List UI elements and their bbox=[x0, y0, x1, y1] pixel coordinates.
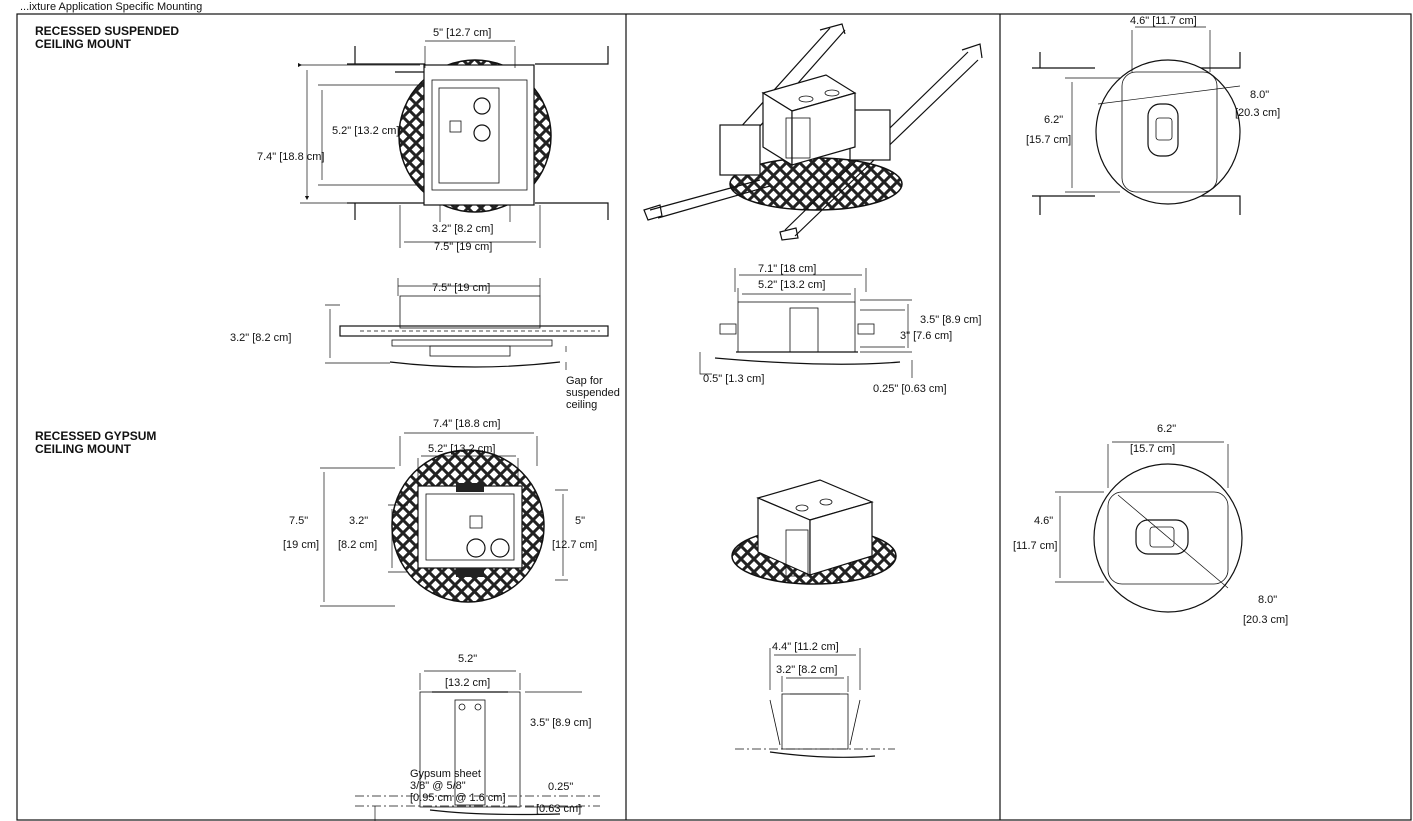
dim-g-outer-width: 7.4" [18.8 cm] bbox=[433, 418, 501, 430]
dim-r2-width-in: 6.2" bbox=[1157, 423, 1176, 435]
sheet-header: ...ixture Application Specific Mounting bbox=[20, 1, 202, 13]
suspended-top-view: 5" [12.7 cm] 5.2" [13.2 cm] 7.4" [18.8 c… bbox=[257, 27, 609, 253]
dim-m-inner-width: 5.2" [13.2 cm] bbox=[758, 279, 826, 291]
dim-r2-diameter-cm: [20.3 cm] bbox=[1243, 614, 1288, 626]
dim-mb-inner-width: 3.2" [8.2 cm] bbox=[776, 664, 837, 676]
dim-r2-height-cm: [11.7 cm] bbox=[1013, 540, 1057, 552]
dim-r2-height-in: 4.6" bbox=[1034, 515, 1053, 527]
gypsum-isometric-view bbox=[731, 479, 897, 585]
dim-g-inner-height-cm: [8.2 cm] bbox=[338, 539, 377, 551]
dim-m-offset: 0.5" [1.3 cm] bbox=[703, 373, 764, 385]
dim-g-outer-height-cm: [19 cm] bbox=[283, 539, 319, 551]
dim-gs-thickness-in: 0.25" bbox=[548, 781, 573, 793]
dim-ss-height: 3.2" [8.2 cm] bbox=[230, 332, 291, 344]
dim-s-inner-width: 3.2" [8.2 cm] bbox=[432, 223, 493, 235]
suspended-bottom-view: 4.6" [11.7 cm] 6.2" [15.7 cm] 8.0" [20.3… bbox=[1026, 15, 1280, 215]
dim-g-right-height-cm: [12.7 cm] bbox=[552, 539, 597, 551]
dim-r-height-in: 6.2" bbox=[1044, 114, 1063, 126]
dim-r-top-width: 4.6" [11.7 cm] bbox=[1130, 15, 1197, 27]
dim-gs-height: 3.5" [8.9 cm] bbox=[530, 717, 591, 729]
dim-m-thickness: 0.25" [0.63 cm] bbox=[873, 383, 947, 395]
dim-g-outer-height-in: 7.5" bbox=[289, 515, 308, 527]
dim-mb-outer-width: 4.4" [11.2 cm] bbox=[772, 641, 839, 653]
gypsum-bottom-view: 6.2" [15.7 cm] 4.6" [11.7 cm] 8.0" [20.3… bbox=[1013, 423, 1288, 626]
dim-m-height-a: 3.5" [8.9 cm] bbox=[920, 314, 981, 326]
dim-s-outer-height: 7.4" [18.8 cm] bbox=[257, 151, 325, 163]
dim-r2-width-cm: [15.7 cm] bbox=[1130, 443, 1175, 455]
dim-gs-thickness-cm: [0.63 cm] bbox=[536, 803, 581, 815]
dim-gs-width-in: 5.2" bbox=[458, 653, 477, 665]
dim-r-diameter-in: 8.0" bbox=[1250, 89, 1269, 101]
gypsum-side-view: 5.2" [13.2 cm] 3.5" [8.9 cm] Gypsum shee… bbox=[355, 653, 600, 821]
dim-r-diameter-cm: [20.3 cm] bbox=[1235, 107, 1280, 119]
dim-s-outer-width: 7.5" [19 cm] bbox=[434, 241, 492, 253]
dim-m-outer-width: 7.1" [18 cm] bbox=[758, 263, 816, 275]
dim-g-inner-width: 5.2" [13.2 cm] bbox=[428, 443, 496, 455]
dim-m-height-b: 3" [7.6 cm] bbox=[900, 330, 952, 342]
dim-s-top-width: 5" [12.7 cm] bbox=[433, 27, 491, 39]
gypsum-top-view: 7.4" [18.8 cm] 5.2" [13.2 cm] 7.5" [19 c… bbox=[283, 418, 597, 607]
dim-r2-diameter-in: 8.0" bbox=[1258, 594, 1277, 606]
suspended-front-view: 7.1" [18 cm] 5.2" [13.2 cm] 3.5" [8.9 cm… bbox=[699, 263, 981, 395]
suspended-isometric-view bbox=[643, 23, 983, 241]
dim-g-right-height-in: 5" bbox=[575, 515, 585, 527]
dim-r-height-cm: [15.7 cm] bbox=[1026, 134, 1071, 146]
dim-g-inner-height-in: 3.2" bbox=[349, 515, 368, 527]
dim-gs-width-cm: [13.2 cm] bbox=[445, 677, 490, 689]
sheet-frame bbox=[16, 13, 1412, 821]
gypsum-front-view: 4.4" [11.2 cm] 3.2" [8.2 cm] bbox=[735, 641, 895, 758]
dim-s-inner-height: 5.2" [13.2 cm] bbox=[332, 125, 400, 137]
dim-ss-width: 7.5" [19 cm] bbox=[432, 282, 490, 294]
